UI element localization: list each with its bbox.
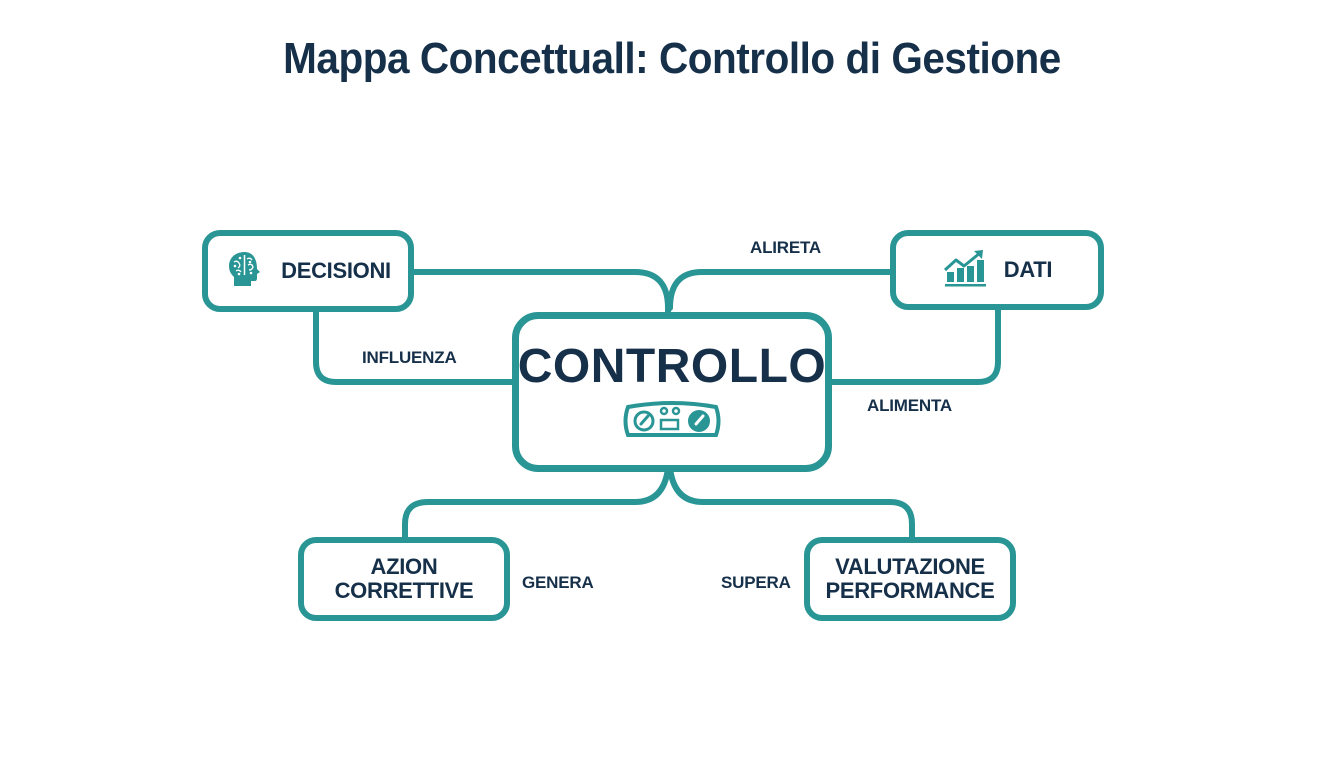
node-valutazione-performance[interactable]: VALUTAZIONE PERFORMANCE: [804, 537, 1016, 621]
node-decisioni[interactable]: DECISIONI: [202, 230, 414, 312]
edge-label-genera: GENERA: [522, 573, 594, 592]
node-label: DATI: [1003, 257, 1053, 282]
growth-chart-icon: [942, 248, 988, 293]
dashboard-gauge-icon: [620, 399, 724, 444]
connector-azioni: [402, 465, 671, 543]
brain-head-icon: [225, 249, 265, 294]
page-title: Mappa Concettuall: Controllo di Gestione: [283, 34, 1061, 83]
connector-decisioni-influenza: [313, 307, 517, 385]
edge-label-alimenta-right: ALIMENTA: [867, 396, 952, 415]
edge-label-alimenta-top: ALIRETA: [750, 238, 821, 257]
node-label-line2: PERFORMANCE: [825, 578, 995, 603]
connector-dati-alimenta: [827, 305, 1001, 385]
node-azioni-correttive[interactable]: AZION CORRETTIVE: [298, 537, 510, 621]
node-controllo[interactable]: CONTROLLO: [512, 312, 832, 472]
connector-decisioni-top: [409, 269, 671, 319]
node-label: CONTROLLO: [517, 339, 827, 393]
node-label: DECISIONI: [281, 258, 391, 283]
node-dati[interactable]: DATI: [890, 230, 1104, 310]
edge-label-supera: SUPERA: [721, 573, 791, 592]
node-label-line1: AZION: [370, 554, 438, 579]
connector-valutazione: [667, 465, 915, 543]
node-label-line2: CORRETTIVE: [334, 578, 474, 603]
node-label-line1: VALUTAZIONE: [835, 554, 985, 579]
connector-dati-top: [667, 269, 895, 311]
edge-label-influenza: INFLUENZA: [362, 348, 457, 367]
